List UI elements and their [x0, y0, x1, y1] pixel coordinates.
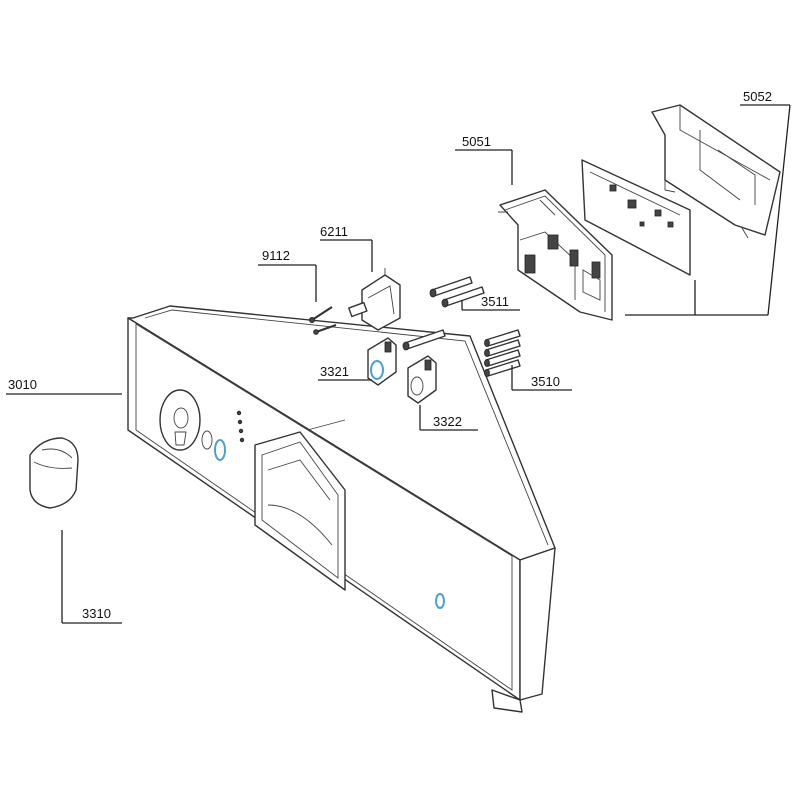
- part-label-3310: 3310: [82, 606, 111, 621]
- part-label-3511: 3511: [481, 294, 509, 309]
- knob-part: [29, 437, 79, 509]
- part-label-3510: 3510: [531, 374, 560, 389]
- pin-parts-3511: [402, 276, 485, 351]
- part-label-6211: 6211: [320, 224, 348, 239]
- part-label-3321: 3321: [320, 364, 349, 379]
- control-panel-fascia: [127, 305, 556, 713]
- board-cover-part: [651, 104, 781, 239]
- button-part-3322: [407, 355, 437, 404]
- button-part-3321: [367, 337, 397, 386]
- light-pipe-parts-3510: [484, 329, 521, 377]
- part-label-9112: 9112: [262, 248, 290, 263]
- circuit-board-part: [581, 159, 691, 276]
- leader-lines: [6, 104, 791, 624]
- part-label-3010: 3010: [8, 377, 37, 392]
- part-label-5052: 5052: [743, 89, 772, 104]
- part-label-5051: 5051: [462, 134, 491, 149]
- screw-parts: [308, 306, 337, 335]
- control-board-housing-part: [498, 189, 613, 321]
- part-label-3322: 3322: [433, 414, 462, 429]
- selector-switch-part: [348, 268, 401, 331]
